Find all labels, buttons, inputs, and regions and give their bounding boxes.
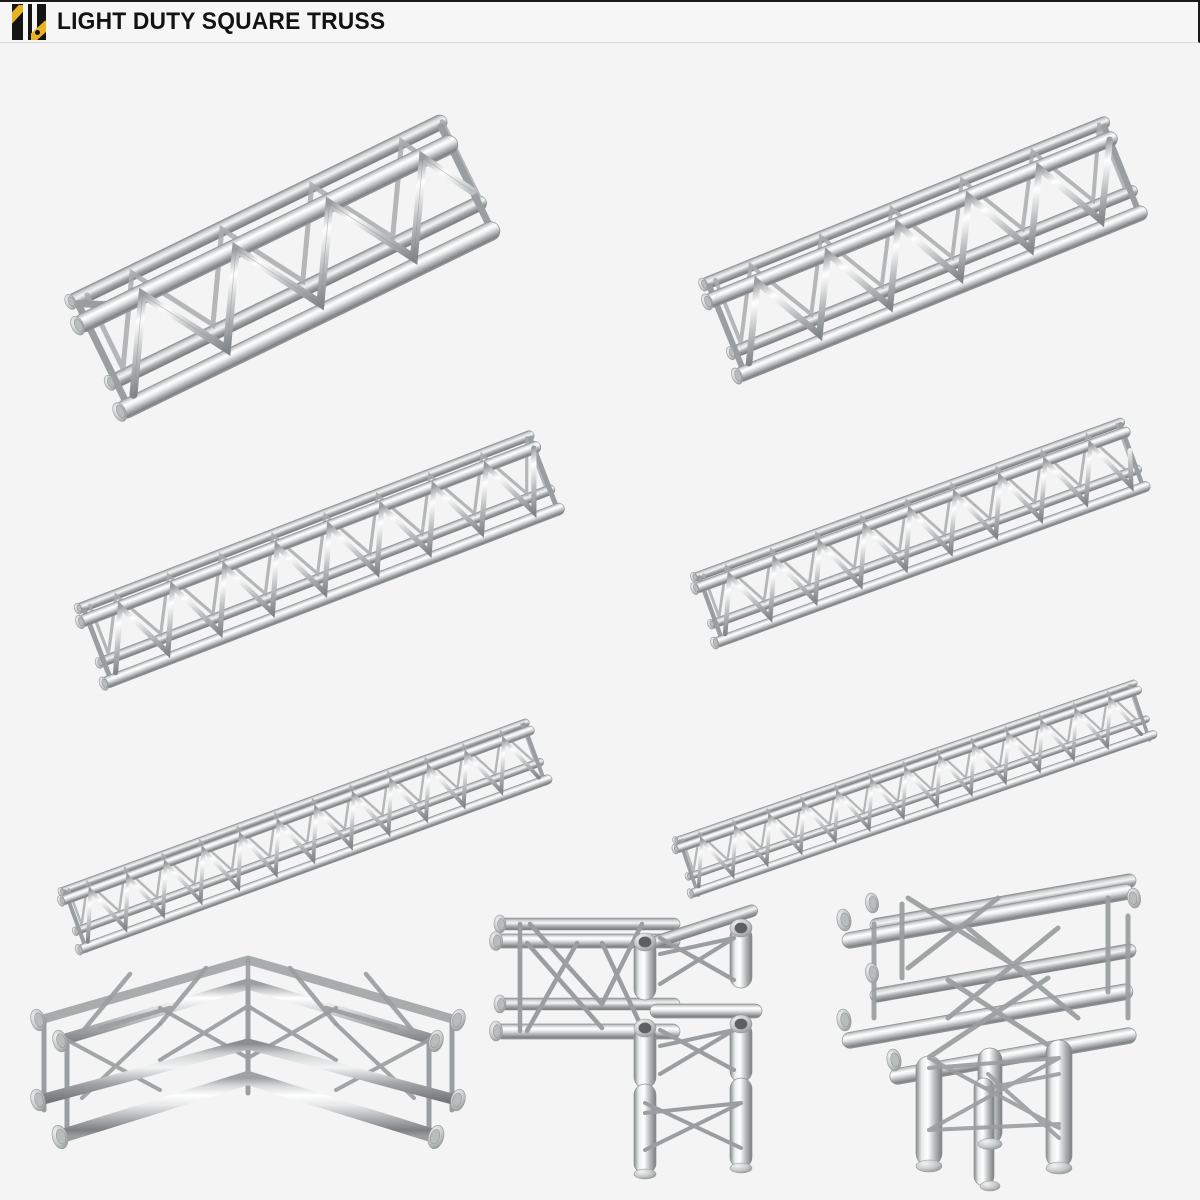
truss-end-frames (678, 684, 1152, 897)
corner3-right-arm (649, 904, 763, 1077)
truss-end-caps (671, 836, 695, 899)
truss-render-corner-3way[interactable] (482, 898, 812, 1198)
truss-svg-corner-3way (489, 904, 763, 1180)
truss-end-caps (698, 277, 743, 385)
page-title: LIGHT DUTY SQUARE TRUSS (57, 8, 386, 35)
truss-end-caps (57, 887, 84, 956)
truss-front-lacing (722, 439, 1134, 637)
tee-leg-feet (915, 1138, 1073, 1192)
truss-svg-straight-5 (57, 718, 553, 956)
truss-svg-straight-6 (671, 679, 1158, 899)
logo-dot (35, 30, 40, 35)
truss-gallery (0, 43, 1200, 1200)
truss-front-lacing (85, 735, 541, 944)
truss-render-straight-6[interactable] (640, 633, 1185, 918)
logo-gap-strip-2 (32, 4, 37, 40)
truss-svg-straight-1 (64, 114, 501, 422)
corner2-bottom-plane (34, 1038, 462, 1143)
truss-end-caps (690, 572, 720, 650)
tee-top-lacing (871, 895, 1131, 1061)
truss-render-straight-4[interactable] (650, 378, 1180, 658)
tee-end-caps (836, 887, 1141, 1072)
truss-svg-corner-2way (30, 955, 466, 1150)
truss-render-tee-junction[interactable] (828, 868, 1196, 1198)
app-header-bar: LIGHT DUTY SQUARE TRUSS (0, 0, 1200, 43)
truss-render-corner-2way[interactable] (10, 948, 485, 1198)
truss-svg-straight-3 (74, 430, 565, 691)
truss-svg-straight-2 (698, 116, 1148, 385)
corner3-drop-leg (633, 1077, 753, 1180)
truss-svg-tee-junction (836, 873, 1141, 1192)
logo-gap-strip-1 (23, 4, 28, 40)
truss-front-lacing-outline (133, 157, 473, 395)
truss-front-chords (673, 685, 1158, 898)
truss-front-lacing (113, 445, 537, 676)
tee-drop-legs (915, 1039, 1073, 1187)
truss-end-caps (74, 603, 109, 691)
truss-render-straight-2[interactable] (655, 108, 1175, 385)
truss-svg-straight-4 (690, 417, 1151, 650)
truss-render-straight-1[interactable] (28, 103, 528, 422)
truss-front-lacing (745, 136, 1113, 367)
truss-end-caps (64, 294, 127, 422)
truss-render-straight-5[interactable] (20, 668, 580, 978)
truss-brand-logo-icon (12, 4, 46, 40)
tee-leg-bracing (927, 1056, 1061, 1140)
corner2-end-caps (30, 1008, 466, 1150)
logo-accent-slash-top (12, 5, 23, 25)
corner3-left-arm (493, 917, 681, 1040)
truss-front-chords (78, 441, 565, 689)
corner3-end-caps (489, 914, 753, 1042)
truss-render-straight-3[interactable] (30, 398, 595, 698)
truss-front-lacing (696, 694, 1143, 889)
